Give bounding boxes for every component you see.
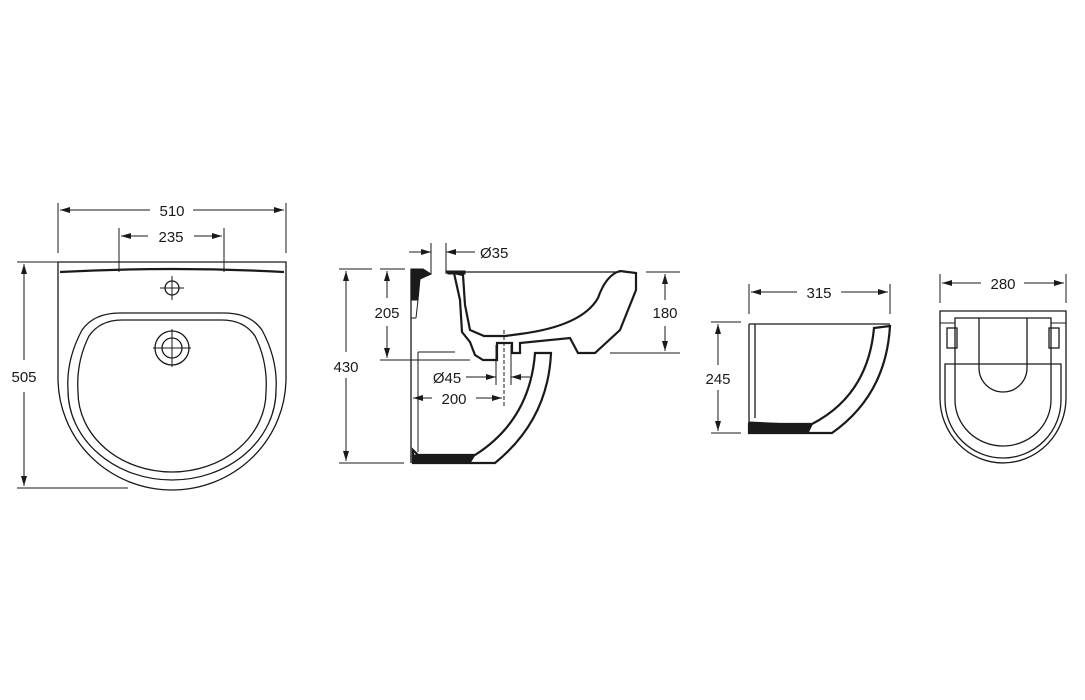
dim-tap-diameter: Ø35 (480, 245, 508, 262)
waste-outlet-icon (153, 329, 191, 367)
dimension-tap-hole: Ø35 (409, 243, 508, 274)
pedestal-front-view: 280 (939, 274, 1067, 464)
dimension-pedestal-depth: 315 (751, 285, 888, 302)
dimension-tap-spacing: 235 (121, 229, 222, 246)
section-view: Ø35 430 205 180 (333, 243, 680, 465)
basin-back-edge (59, 267, 285, 274)
dim-505: 505 (11, 369, 36, 386)
dimension-overall-width: 510 (60, 203, 284, 220)
dim-235: 235 (158, 229, 183, 246)
bowl-rim-inner (77, 319, 267, 473)
tap-hole-icon (160, 276, 184, 300)
dimension-rim-to-waste: 205 (374, 268, 470, 361)
dimension-bowl-depth: 180 (610, 271, 680, 354)
dim-510: 510 (159, 203, 184, 220)
dim-205: 205 (374, 305, 399, 322)
bowl-rim-outer (67, 312, 277, 481)
wall-bracket (410, 268, 433, 301)
dimension-pedestal-height: 245 (705, 321, 741, 434)
pedestal-side-body (747, 324, 892, 435)
dim-430: 430 (333, 359, 358, 376)
dim-waste-diameter: Ø45 (433, 370, 461, 387)
dim-280: 280 (990, 276, 1015, 293)
dimension-waste-diameter: Ø45 (433, 370, 530, 387)
basin-outline (57, 261, 287, 491)
dimension-overall-depth: 505 (11, 261, 128, 489)
dim-315: 315 (806, 285, 831, 302)
pedestal-front-outline (939, 310, 1067, 464)
dim-245: 245 (705, 371, 730, 388)
dim-200: 200 (441, 391, 466, 408)
dimension-wall-to-waste: 200 (413, 391, 502, 408)
pedestal-side-view: 315 245 (705, 284, 892, 435)
dimension-pedestal-width: 280 (942, 276, 1064, 293)
dim-180: 180 (652, 305, 677, 322)
basin-section-body (452, 269, 638, 362)
dimension-overall-height: 430 (333, 268, 404, 464)
plan-view: 510 235 505 (11, 203, 287, 491)
